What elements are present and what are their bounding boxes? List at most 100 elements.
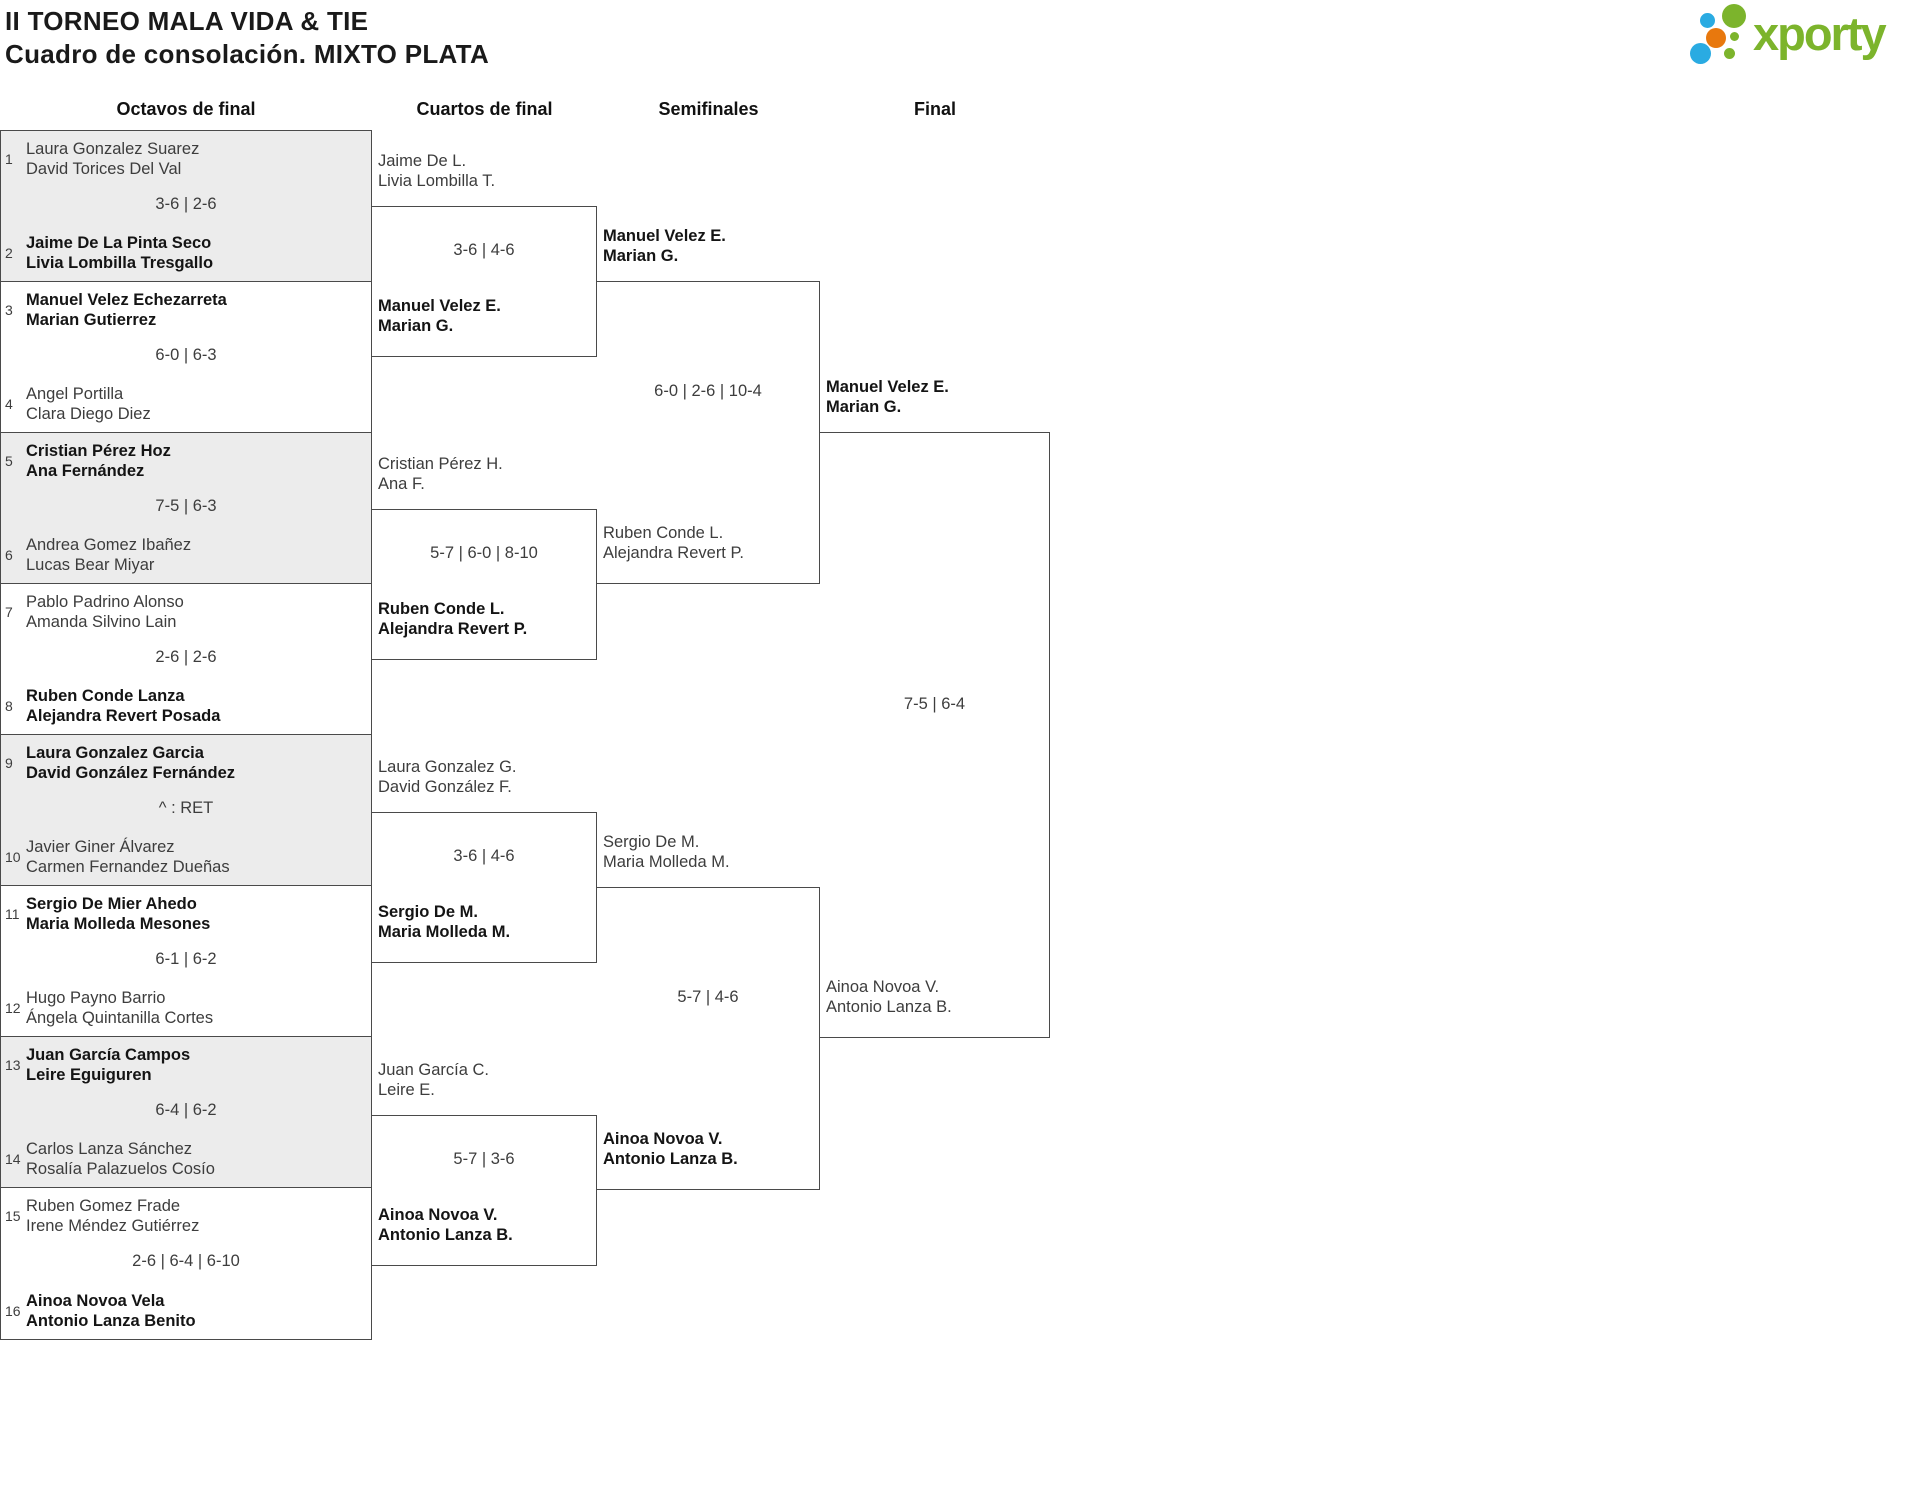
match-score: 6-0 | 6-3 <box>155 346 217 364</box>
player-line: Alejandra Revert P. <box>378 620 528 638</box>
player-line: Marian Gutierrez <box>26 311 157 329</box>
player-line: Ruben Gomez Frade <box>26 1197 181 1215</box>
player-line: Angel Portilla <box>26 385 124 403</box>
match-score: 5-7 | 3-6 <box>453 1150 515 1168</box>
cuartos-1-winner: Manuel Velez E.Marian G. <box>378 296 501 336</box>
player-line: Clara Diego Diez <box>26 405 151 423</box>
cuartos-2-entrant: Cristian Pérez H.Ana F. <box>378 454 503 494</box>
match-score: 2-6 | 2-6 <box>155 648 217 666</box>
player-line: Laura Gonzalez Garcia <box>26 744 204 762</box>
player-line: Jaime De La Pinta Seco <box>26 234 212 252</box>
player-line: Maria Molleda M. <box>603 853 730 871</box>
match-score: 5-7 | 4-6 <box>677 988 739 1006</box>
round-header-semifinales: Semifinales <box>658 99 759 119</box>
player-line: Sergio De Mier Ahedo <box>26 895 197 913</box>
seed-number: 11 <box>5 906 20 922</box>
cuartos-3-winner: Sergio De M. Maria Molleda M. <box>378 902 510 942</box>
cuartos-4-entrant: Juan García C.Leire E. <box>378 1060 489 1100</box>
match-score: 7-5 | 6-3 <box>155 497 217 515</box>
player-line: Laura Gonzalez Suarez <box>26 140 200 158</box>
player-line: Ruben Conde L. <box>603 524 724 542</box>
player-line: Antonio Lanza B. <box>378 1226 513 1244</box>
player-line: Manuel Velez E. <box>603 227 726 245</box>
player-line: Javier Giner Álvarez <box>26 838 175 856</box>
player-line: Marian G. <box>603 247 679 265</box>
semifinal-box-2: 5-7 | 4-6 <box>597 887 820 1190</box>
player-line: Manuel Velez E. <box>378 297 501 315</box>
round-header-cuartos: Cuartos de final <box>416 99 553 119</box>
semifinal-1-bottom-team: Ruben Conde L. Alejandra Revert P. <box>603 523 744 563</box>
cuartos-4-winner: Ainoa Novoa V. Antonio Lanza B. <box>378 1205 513 1245</box>
match-score: 6-4 | 6-2 <box>155 1101 217 1119</box>
player-line: Carmen Fernandez Dueñas <box>26 858 230 876</box>
player-line: Marian G. <box>826 398 902 416</box>
player-line: Alejandra Revert Posada <box>26 707 221 725</box>
player-line: Sergio De M. <box>378 903 478 921</box>
player-line: Rosalía Palazuelos Cosío <box>26 1160 215 1178</box>
player-line: Ángela Quintanilla Cortes <box>26 1009 214 1027</box>
player-line: Cristian Pérez Hoz <box>26 442 171 460</box>
player-line: Ainoa Novoa V. <box>378 1206 498 1224</box>
player-line: Ainoa Novoa Vela <box>26 1292 165 1310</box>
player-line: Irene Méndez Gutiérrez <box>26 1217 200 1235</box>
cuartos-box-4: 5-7 | 3-6 <box>372 1115 597 1266</box>
seed-number: 15 <box>5 1208 21 1224</box>
player-line: David González F. <box>378 778 512 796</box>
player-line: Leire E. <box>378 1081 435 1099</box>
round-header-final: Final <box>913 99 956 119</box>
player-line: Laura Gonzalez G. <box>378 758 517 776</box>
page-title: II TORNEO MALA VIDA & TIE <box>5 6 369 36</box>
cuartos-3-entrant: Laura Gonzalez G. David González F. <box>378 757 517 797</box>
player-line: Maria Molleda M. <box>378 923 511 941</box>
match-score: 6-1 | 6-2 <box>155 950 217 968</box>
player-line: Ainoa Novoa V. <box>603 1130 723 1148</box>
player-line: Alejandra Revert P. <box>603 544 744 562</box>
match-score: 3-6 | 4-6 <box>453 241 515 259</box>
match-score: ^ : RET <box>158 799 214 817</box>
player-line: Antonio Lanza B. <box>603 1150 738 1168</box>
player-line: Ana Fernández <box>26 462 145 480</box>
cuartos-box-1: 3-6 | 4-6 <box>372 206 597 357</box>
page-subtitle: Cuadro de consolación. MIXTO PLATA <box>5 39 490 69</box>
seed-number: 4 <box>5 396 13 412</box>
player-line: Leire Eguiguren <box>26 1066 152 1084</box>
semifinal-box-1: 6-0 | 2-6 | 10-4 <box>597 281 820 584</box>
logo-dot-blue-small-icon <box>1700 13 1715 28</box>
player-line: Pablo Padrino Alonso <box>26 593 184 611</box>
seed-number: 8 <box>5 698 13 714</box>
match-score: 6-0 | 2-6 | 10-4 <box>654 382 762 400</box>
player-line: Cristian Pérez H. <box>378 455 503 473</box>
player-line: Hugo Payno Barrio <box>26 989 166 1007</box>
final-bottom-team: Ainoa Novoa V.Antonio Lanza B. <box>826 977 952 1017</box>
seed-number: 10 <box>5 849 21 865</box>
